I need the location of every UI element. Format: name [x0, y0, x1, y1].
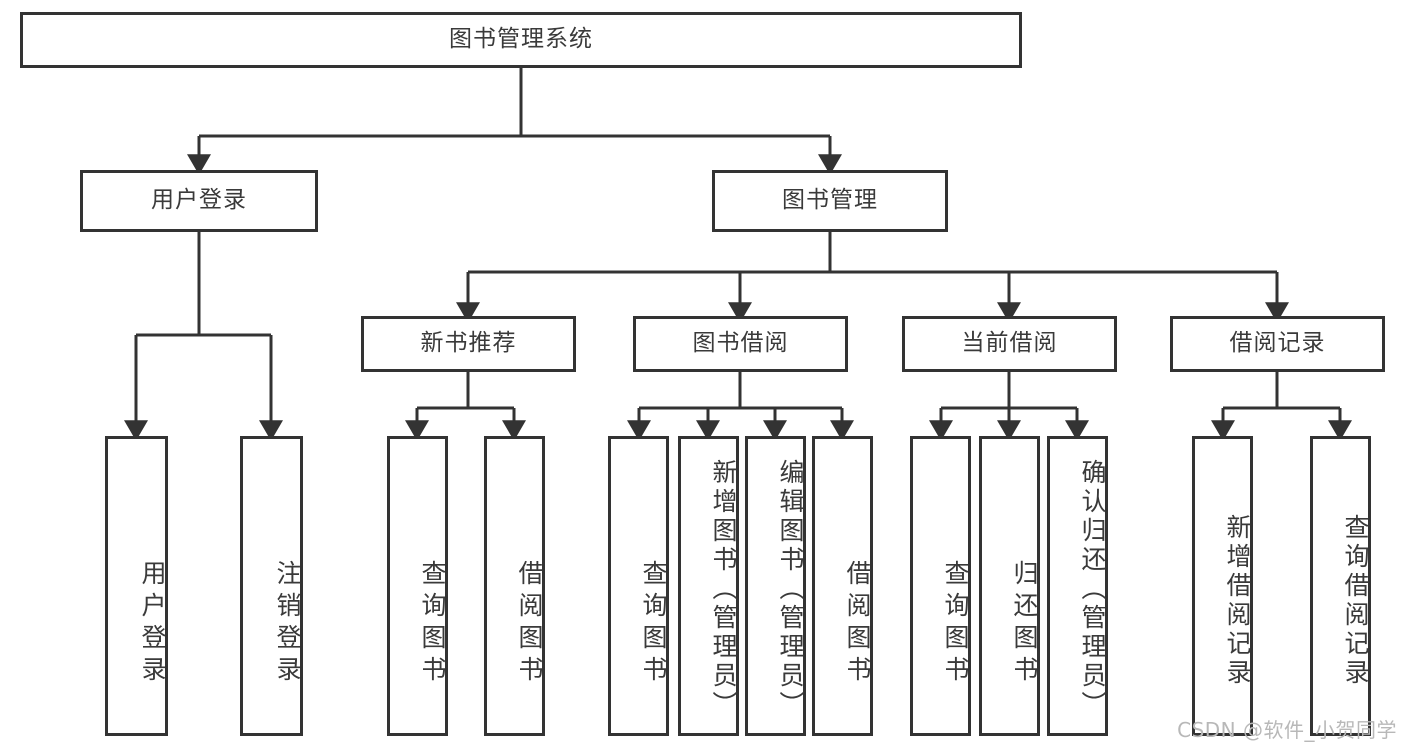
node-current-borrow[interactable]: 当前借阅 — [902, 316, 1117, 372]
leaf-rec-query[interactable]: 查询图书 — [387, 436, 448, 736]
leaf-borrow-edit-label: 编辑图书（管理员） — [776, 458, 805, 720]
node-user-login[interactable]: 用户登录 — [80, 170, 318, 232]
node-book-manage[interactable]: 图书管理 — [712, 170, 948, 232]
leaf-borrow-add[interactable]: 新增图书（管理员） — [678, 436, 739, 736]
leaf-cur-return-label: 归还图书 — [1010, 560, 1039, 688]
leaf-cur-query-label: 查询图书 — [941, 560, 970, 688]
leaf-user-login-label: 用户登录 — [138, 560, 167, 688]
node-new-book-rec[interactable]: 新书推荐 — [361, 316, 576, 372]
node-user-login-label: 用户登录 — [151, 187, 247, 214]
leaf-cur-confirm[interactable]: 确认归还（管理员） — [1047, 436, 1108, 736]
leaf-borrow-query[interactable]: 查询图书 — [608, 436, 669, 736]
leaf-user-login[interactable]: 用户登录 — [105, 436, 168, 736]
leaf-record-add[interactable]: 新增借阅记录 — [1192, 436, 1253, 736]
leaf-user-logout-label: 注销登录 — [273, 560, 302, 688]
node-borrow-record-label: 借阅记录 — [1229, 330, 1326, 357]
node-borrow-record[interactable]: 借阅记录 — [1170, 316, 1385, 372]
node-book-manage-label: 图书管理 — [782, 187, 878, 214]
leaf-borrow-lend[interactable]: 借阅图书 — [812, 436, 873, 736]
leaf-record-add-label: 新增借阅记录 — [1223, 514, 1252, 688]
leaf-cur-confirm-label: 确认归还（管理员） — [1078, 458, 1107, 720]
node-new-book-rec-label: 新书推荐 — [420, 330, 517, 357]
leaf-record-search-label: 查询借阅记录 — [1341, 514, 1370, 688]
node-root[interactable]: 图书管理系统 — [20, 12, 1022, 68]
leaf-borrow-query-label: 查询图书 — [639, 560, 668, 688]
leaf-borrow-edit[interactable]: 编辑图书（管理员） — [745, 436, 806, 736]
csdn-watermark: CSDN @软件_小贺同学 — [1177, 718, 1397, 742]
node-book-borrow-label: 图书借阅 — [692, 330, 789, 357]
leaf-rec-borrow[interactable]: 借阅图书 — [484, 436, 545, 736]
node-current-borrow-label: 当前借阅 — [961, 330, 1058, 357]
leaf-user-logout[interactable]: 注销登录 — [240, 436, 303, 736]
node-book-borrow[interactable]: 图书借阅 — [633, 316, 848, 372]
leaf-record-search[interactable]: 查询借阅记录 — [1310, 436, 1371, 736]
leaf-rec-borrow-label: 借阅图书 — [515, 560, 544, 688]
leaf-borrow-add-label: 新增图书（管理员） — [709, 458, 738, 720]
node-root-label: 图书管理系统 — [449, 26, 593, 53]
leaf-cur-return[interactable]: 归还图书 — [979, 436, 1040, 736]
leaf-cur-query[interactable]: 查询图书 — [910, 436, 971, 736]
leaf-rec-query-label: 查询图书 — [418, 560, 447, 688]
leaf-borrow-lend-label: 借阅图书 — [843, 560, 872, 688]
